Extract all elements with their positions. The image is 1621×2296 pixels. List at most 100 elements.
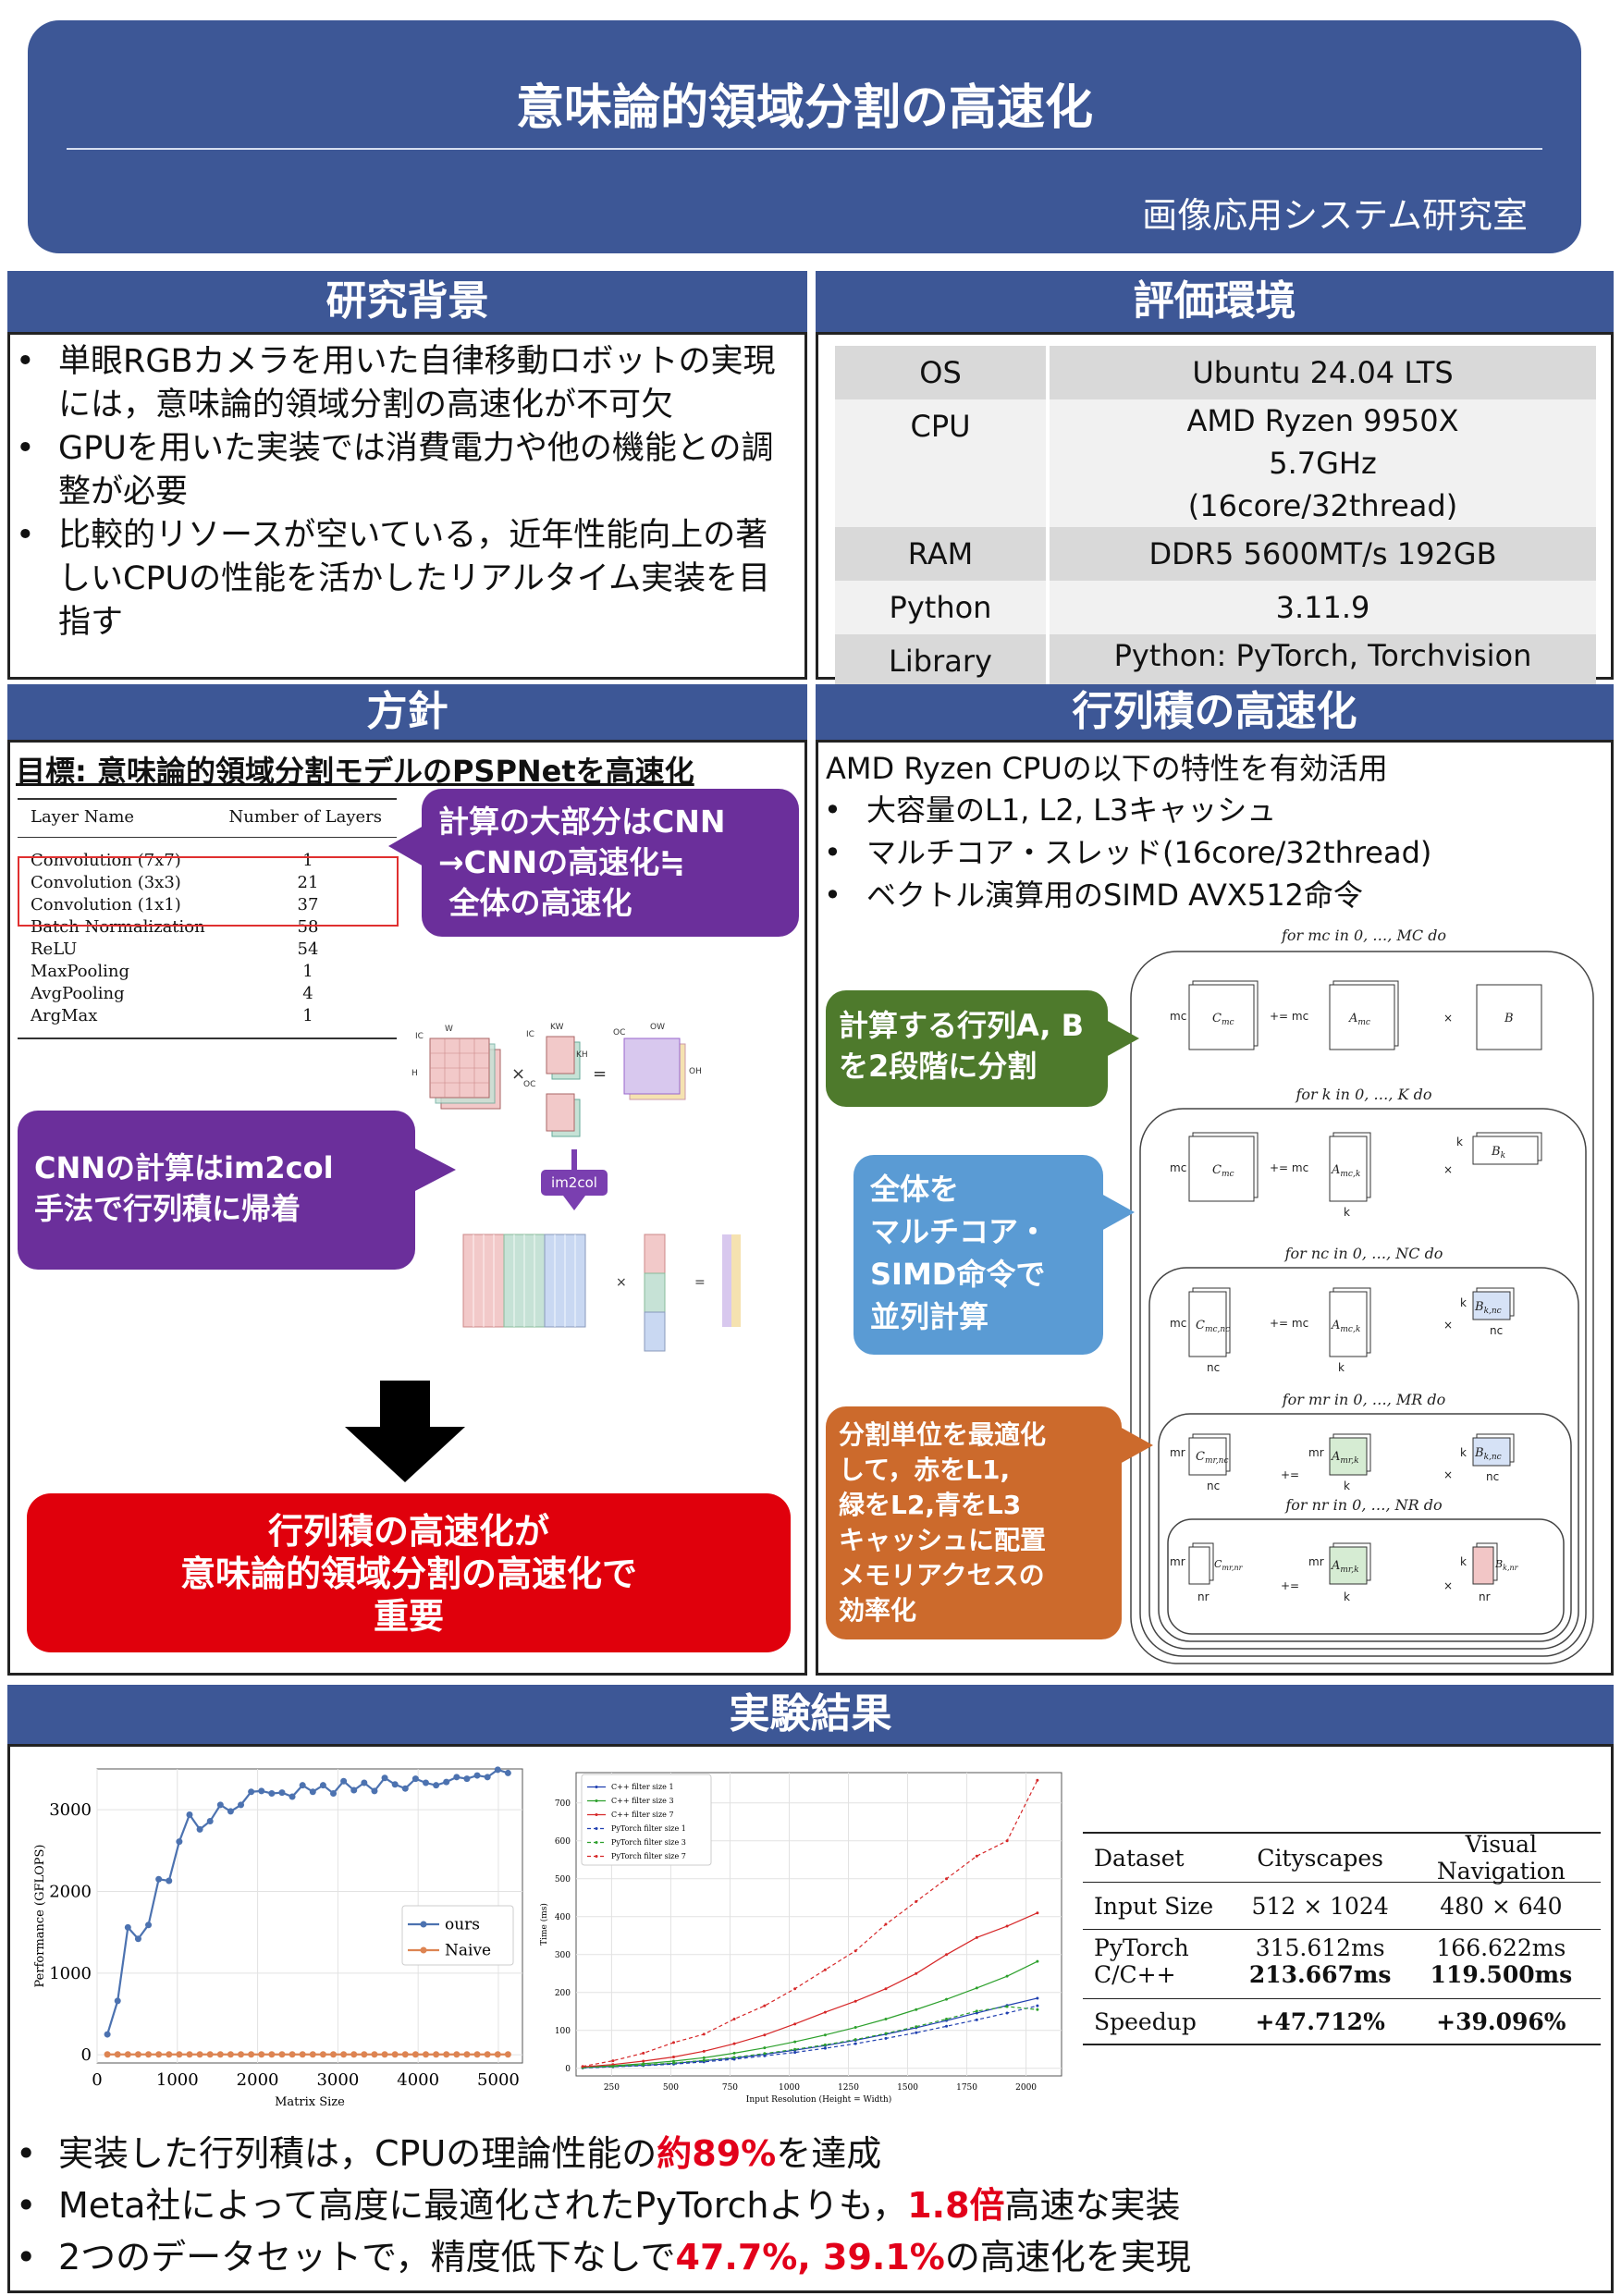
x-tick-label: 1000	[779, 2083, 800, 2093]
label-w: W	[445, 1025, 453, 1034]
layer-count: 37	[297, 895, 319, 915]
layer-name: Batch Normalization	[31, 917, 205, 937]
data-point	[238, 2051, 245, 2058]
data-point	[884, 2018, 888, 2020]
data-point	[124, 1923, 131, 1931]
layer-table-row: Convolution (3x3)21	[18, 873, 397, 895]
layer-name: ReLU	[31, 939, 78, 959]
layer-table: Layer Name Number of Layers Convolution …	[18, 798, 399, 1039]
data-point	[1036, 1996, 1039, 2000]
callout-split: 計算する行列A, B を2段階に分割	[826, 990, 1139, 1107]
section-title-background: 研究背景	[7, 271, 807, 332]
data-point	[793, 2047, 797, 2051]
data-point	[443, 2051, 450, 2058]
data-point	[350, 1786, 358, 1794]
y-tick-label: 0	[81, 2045, 92, 2065]
x-tick-label: 1750	[956, 2083, 977, 2093]
data-point	[611, 2065, 615, 2069]
data-point	[915, 2025, 918, 2029]
layer-count: 58	[297, 917, 319, 937]
speedup-cell: +39.096%	[1436, 2007, 1566, 2035]
data-point	[299, 1782, 306, 1789]
data-point	[793, 1987, 797, 1991]
data-point	[423, 2051, 430, 2058]
matmul-box: AMD Ryzen CPUの以下の特性を有効活用 大容量のL1, L2, L3キ…	[816, 740, 1614, 1676]
data-point	[145, 2051, 153, 2058]
data-point	[853, 2038, 857, 2042]
background-box: 単眼RGBカメラを用いた自律移動ロボットの実現には，意味論的領域分割の高速化が不…	[7, 332, 807, 680]
data-point	[216, 1801, 224, 1809]
series-line	[106, 1768, 509, 2035]
data-point	[268, 2051, 276, 2058]
data-point	[124, 2051, 131, 2058]
data-point	[732, 2051, 736, 2055]
header-divider	[67, 148, 1542, 150]
layer-count: 1	[302, 1006, 313, 1025]
section-title-matmul: 行列積の高速化	[816, 684, 1614, 740]
data-point	[975, 1854, 978, 1858]
data-point	[732, 2057, 736, 2061]
env-key: RAM	[907, 536, 974, 571]
legend-label: C++ filter size 1	[611, 1783, 674, 1791]
data-point	[401, 2051, 409, 2058]
data-point	[268, 1790, 276, 1797]
data-point	[732, 2018, 736, 2020]
svg-text:k: k	[1460, 1555, 1467, 1568]
svg-text:×: ×	[1443, 1579, 1453, 1592]
x-tick-label: 5000	[477, 2070, 520, 2090]
data-point	[763, 2033, 767, 2037]
svg-text:k: k	[1460, 1446, 1467, 1459]
speedup-cell: 512 × 1024	[1251, 1892, 1389, 1920]
svg-text:k: k	[1460, 1296, 1467, 1309]
y-tick-label: 500	[555, 1875, 571, 1885]
svg-text:mc: mc	[1170, 1317, 1186, 1330]
legend-label: Naive	[445, 1942, 491, 1960]
svg-text:=: =	[593, 1064, 607, 1084]
data-point	[702, 2032, 706, 2036]
legend-marker	[595, 1827, 598, 1830]
data-point	[853, 2026, 857, 2030]
label-kh: KH	[576, 1050, 588, 1060]
policy-goal: 目標: 意味論的領域分割モデルのPSPNetを高速化	[16, 754, 694, 789]
result-item: 2つのデータセットで，精度低下なしで47.7%, 39.1%の高速化を実現	[10, 2231, 1191, 2283]
data-point	[642, 2051, 645, 2055]
data-point	[278, 1789, 286, 1797]
x-tick-label: 1500	[897, 2083, 918, 2093]
data-point	[1005, 2011, 1009, 2015]
svg-text:+=: +=	[1281, 1468, 1299, 1481]
svg-text:nr: nr	[1479, 1590, 1491, 1603]
data-point	[155, 2051, 163, 2058]
data-point	[186, 1811, 193, 1818]
env-value: Ubuntu 24.04 LTS	[1046, 346, 1596, 399]
data-point	[433, 2051, 440, 2058]
x-tick-label: 1000	[156, 2070, 199, 2090]
data-point	[411, 2051, 419, 2058]
policy-conclusion: 行列積の高速化が 意味論的領域分割の高速化で 重要	[27, 1493, 791, 1652]
matmul-item: 大容量のL1, L2, L3キャッシュ	[818, 789, 1431, 831]
data-point	[884, 2032, 888, 2035]
label-kw: KW	[550, 1023, 564, 1032]
data-point	[884, 2036, 888, 2040]
data-point	[361, 2051, 368, 2058]
label-h: H	[411, 1069, 418, 1078]
data-point	[391, 2051, 399, 2058]
data-point	[248, 1788, 255, 1796]
data-point	[330, 2051, 338, 2058]
svg-text:mr: mr	[1308, 1446, 1324, 1459]
data-point	[114, 1997, 121, 2005]
y-tick-label: 400	[555, 1913, 571, 1922]
data-point	[299, 2051, 306, 2058]
series-line	[583, 1912, 1038, 2068]
label-ic: IC	[415, 1032, 424, 1041]
svg-text:+= mc: += mc	[1270, 1010, 1308, 1023]
data-point	[642, 2059, 645, 2063]
legend-label: PyTorch filter size 7	[611, 1852, 686, 1860]
layer-name: ArgMax	[31, 1006, 98, 1025]
section-title-environment: 評価環境	[816, 271, 1614, 332]
environment-table: OS Ubuntu 24.04 LTS CPU AMD Ryzen 9950X …	[835, 346, 1596, 719]
x-tick-label: 2000	[1015, 2083, 1037, 2093]
x-axis-label: Matrix Size	[275, 2095, 345, 2107]
y-axis-label: Time (ms)	[539, 1903, 549, 1946]
